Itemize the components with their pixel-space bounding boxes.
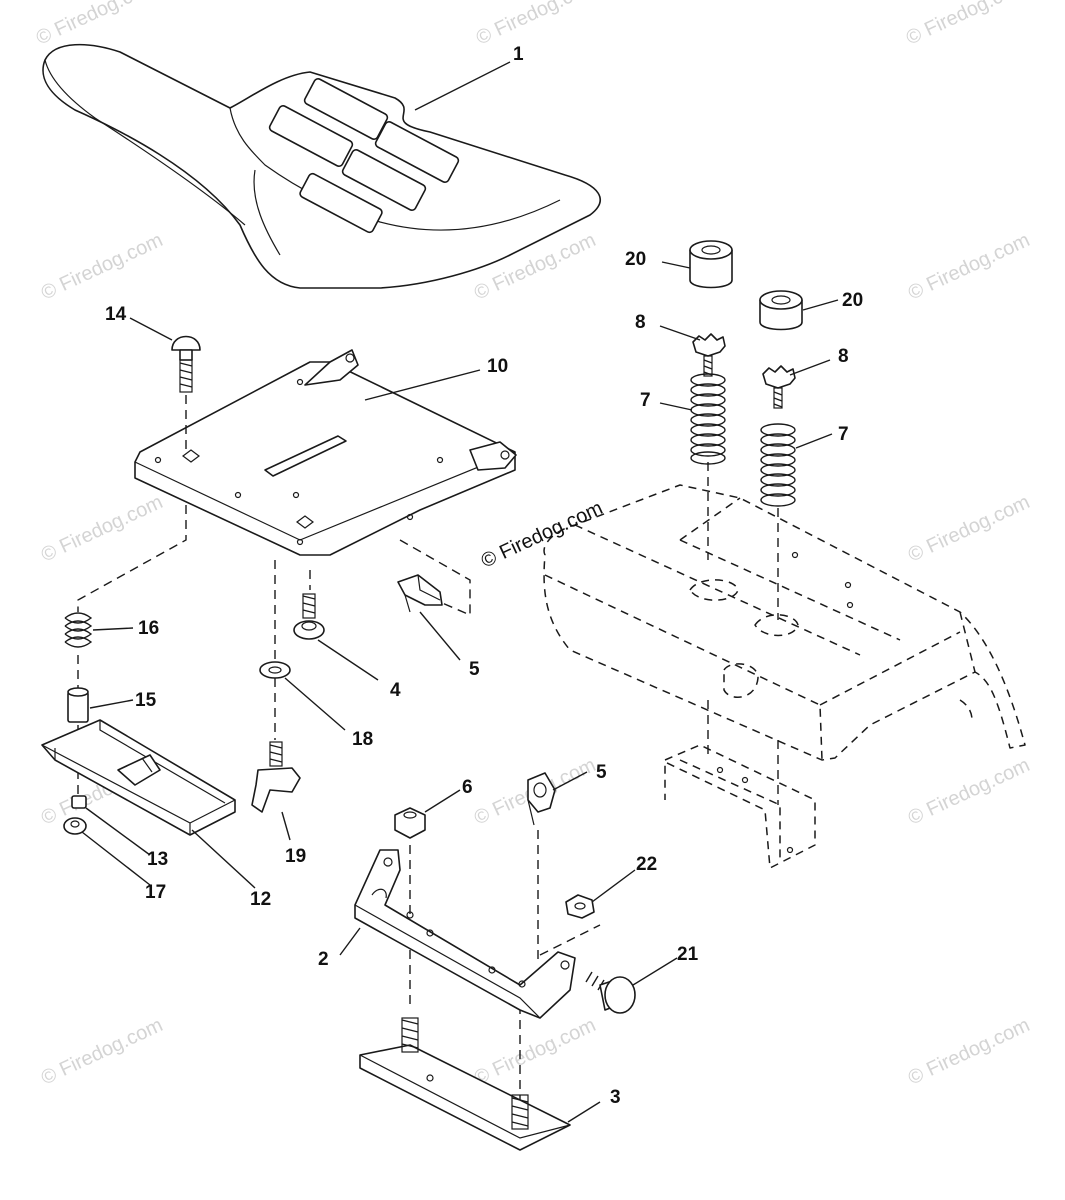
mounting-bracket-part — [354, 849, 576, 1019]
callout-5-lower: 5 — [596, 762, 607, 783]
watermark-text: © Firedog.com — [903, 0, 1031, 50]
callout-1: 1 — [513, 44, 524, 65]
callout-5-upper: 5 — [469, 659, 480, 680]
callout-3: 3 — [610, 1087, 621, 1108]
spacer-15-part — [67, 687, 89, 723]
spring-16-part — [64, 612, 93, 648]
nut-17-part — [63, 817, 87, 835]
watermark-text: © Firedog.com — [905, 754, 1033, 829]
callout-14: 14 — [105, 304, 127, 325]
callout-6: 6 — [462, 777, 473, 798]
screw-4-part — [293, 593, 325, 640]
base-plate-part — [359, 1017, 571, 1151]
star-bolt-8-right-part — [762, 365, 796, 409]
callout-20-left: 20 — [625, 249, 646, 270]
brand-label: © Firedog.com — [478, 497, 606, 572]
slide-bracket-part — [41, 719, 236, 836]
spring-7-left-part — [690, 373, 726, 465]
callout-7-right: 7 — [838, 424, 849, 445]
watermark-text: © Firedog.com — [33, 0, 161, 50]
callout-8-right: 8 — [838, 346, 849, 367]
watermark-text: © Firedog.com — [905, 1014, 1033, 1089]
clip-5-upper-part — [397, 574, 443, 613]
spring-7-right-part — [760, 423, 796, 507]
carriage-bolt-part — [171, 335, 201, 393]
bolt-13-part — [71, 795, 87, 809]
watermark-text: © Firedog.com — [38, 229, 166, 304]
bushing-20-left-part — [689, 240, 733, 289]
callout-8-left: 8 — [635, 312, 646, 333]
seat-plate-part — [134, 349, 517, 556]
callout-20-right: 20 — [842, 290, 863, 311]
callout-4: 4 — [390, 680, 401, 701]
watermark-text: © Firedog.com — [905, 491, 1033, 566]
fender-phantom-part — [543, 484, 1026, 869]
watermark-text: © Firedog.com — [471, 1014, 599, 1089]
watermark-text: © Firedog.com — [473, 0, 601, 50]
leader-lines — [81, 61, 839, 1123]
nut-22-part — [565, 894, 595, 919]
callout-16: 16 — [138, 618, 159, 639]
callout-10: 10 — [487, 356, 508, 377]
callout-13: 13 — [147, 849, 168, 870]
seat-grip-pads — [268, 78, 460, 234]
seat-part — [42, 43, 601, 289]
hex-nut-6-part — [394, 807, 426, 839]
callout-21: 21 — [677, 944, 699, 965]
callout-2: 2 — [318, 949, 329, 970]
callout-7-left: 7 — [640, 390, 651, 411]
star-bolt-8-left-part — [692, 333, 726, 377]
bushing-20-right-part — [759, 290, 803, 331]
callout-15: 15 — [135, 690, 157, 711]
callout-12: 12 — [250, 889, 271, 910]
watermark-text: © Firedog.com — [38, 1014, 166, 1089]
callout-19: 19 — [285, 846, 306, 867]
callout-labels: 1 20 20 8 8 14 10 7 7 16 15 4 5 18 6 5 1… — [105, 44, 863, 1108]
shoulder-bolt-21-part — [585, 971, 636, 1014]
knob-19-part — [251, 741, 301, 813]
clip-5-lower-part — [527, 772, 556, 826]
callout-17: 17 — [145, 882, 166, 903]
watermark-text: © Firedog.com — [38, 491, 166, 566]
washer-18-part — [259, 661, 291, 679]
callout-18: 18 — [352, 729, 373, 750]
watermark-text: © Firedog.com — [905, 229, 1033, 304]
callout-22: 22 — [636, 854, 657, 875]
